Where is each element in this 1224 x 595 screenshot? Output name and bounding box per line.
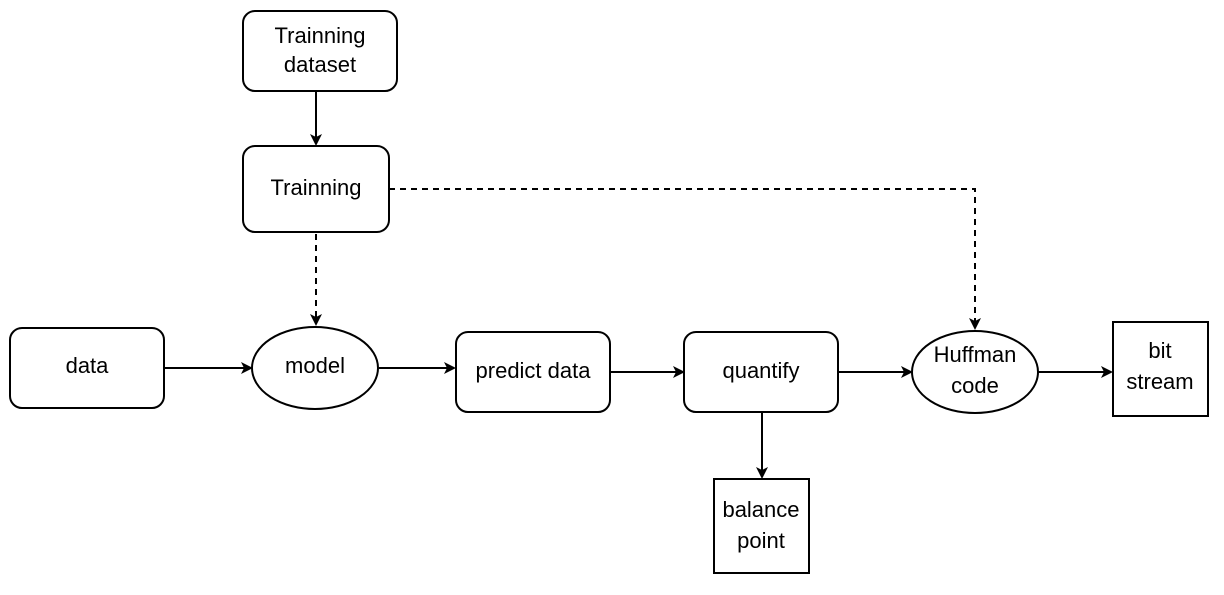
node-huffman-code-label-line2: code <box>951 373 999 398</box>
node-balance-point-label-line2: point <box>737 528 785 553</box>
node-balance-point-label-line1: balance <box>722 497 799 522</box>
node-quantify: quantify <box>683 331 839 413</box>
edge-training-to-huffman-code <box>389 188 981 330</box>
node-training-dataset-label-line2: dataset <box>284 52 356 77</box>
node-model: model <box>251 326 379 410</box>
node-training-dataset: Trainning dataset <box>242 10 398 92</box>
node-bit-stream-label-line1: bit <box>1148 338 1171 363</box>
edges <box>164 91 1113 479</box>
node-model-label: model <box>285 353 345 378</box>
node-quantify-label: quantify <box>722 358 799 383</box>
node-balance-point: balance point <box>713 478 810 574</box>
node-training: Trainning <box>242 145 390 233</box>
node-data-label: data <box>66 353 110 378</box>
node-predict-data-label: predict data <box>476 358 592 383</box>
node-training-dataset-label-line1: Trainning <box>275 23 366 48</box>
node-huffman-code: Huffman code <box>911 330 1039 414</box>
node-bit-stream: bit stream <box>1112 321 1209 417</box>
node-data: data <box>9 327 165 409</box>
node-bit-stream-label-line2: stream <box>1126 369 1193 394</box>
node-predict-data: predict data <box>455 331 611 413</box>
node-training-label: Trainning <box>271 175 362 200</box>
node-huffman-code-label-line1: Huffman <box>934 342 1017 367</box>
